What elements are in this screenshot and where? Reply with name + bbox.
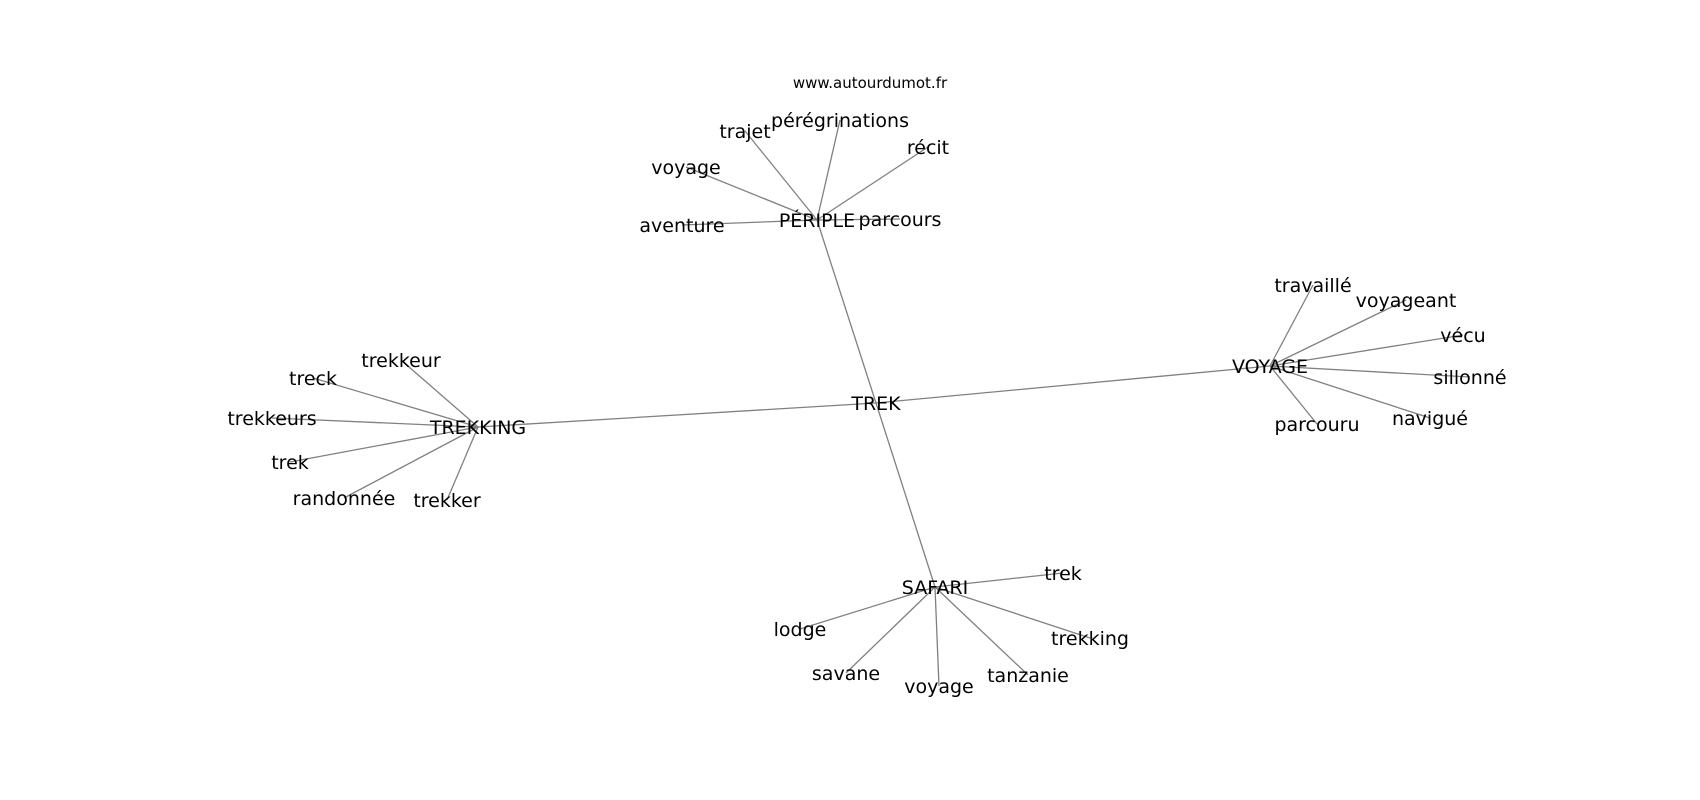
edge-hub-word bbox=[1269, 284, 1314, 367]
node-word: pérégrinations bbox=[771, 110, 909, 132]
node-center: TREK bbox=[850, 393, 901, 415]
edge-hub-word bbox=[934, 572, 1064, 588]
edge-hub-word bbox=[1269, 365, 1318, 425]
node-word: treck bbox=[289, 368, 337, 390]
node-hub-safari: SAFARI bbox=[902, 577, 968, 599]
edge-hub-word bbox=[681, 219, 818, 226]
edge-hub-word bbox=[1269, 365, 1471, 378]
edge-hub-word bbox=[934, 586, 940, 687]
node-word: travaillé bbox=[1274, 275, 1351, 297]
edge-hub-word bbox=[343, 426, 479, 499]
edge-hub-word bbox=[312, 377, 479, 428]
node-word: parcours bbox=[859, 209, 942, 231]
node-word: trekker bbox=[413, 490, 481, 512]
edge-hub-word bbox=[934, 586, 1091, 639]
node-word: trekkeurs bbox=[227, 408, 316, 430]
node-word: trekkeur bbox=[361, 350, 441, 372]
edge-hub-word bbox=[744, 130, 818, 221]
node-word: navigué bbox=[1392, 408, 1468, 430]
node-word: lodge bbox=[774, 619, 827, 641]
edge-center-hub bbox=[875, 402, 936, 588]
node-word: trajet bbox=[719, 121, 770, 143]
edge-hub-word bbox=[816, 146, 929, 221]
node-word: sillonné bbox=[1433, 367, 1506, 389]
node-hub-trekking: TREKKING bbox=[429, 417, 526, 439]
node-word: randonnée bbox=[293, 488, 396, 510]
node-word: trek bbox=[271, 452, 309, 474]
edge-hub-word bbox=[289, 426, 479, 463]
node-hub-voyage: VOYAGE bbox=[1232, 356, 1308, 378]
edge-hub-word bbox=[1269, 365, 1431, 419]
node-word: aventure bbox=[639, 215, 724, 237]
edge-hub-word bbox=[271, 417, 479, 428]
node-word: tanzanie bbox=[987, 665, 1069, 687]
edge-hub-word bbox=[400, 359, 479, 428]
node-word: voyage bbox=[904, 676, 974, 698]
edge-hub-word bbox=[934, 586, 1029, 676]
node-word: vécu bbox=[1440, 325, 1485, 347]
edge-hub-word bbox=[799, 586, 936, 630]
edge-hub-word bbox=[1269, 334, 1464, 367]
node-word: savane bbox=[812, 663, 880, 685]
source-label: www.autourdumot.fr bbox=[793, 74, 948, 92]
edge-hub-word bbox=[1269, 299, 1407, 367]
edge-hub-word bbox=[845, 586, 936, 674]
edge-hub-word bbox=[816, 119, 841, 221]
edge-hub-word bbox=[685, 166, 818, 221]
node-word: trek bbox=[1044, 563, 1082, 585]
node-word: récit bbox=[907, 137, 949, 159]
edge-hub-word bbox=[446, 426, 479, 501]
edge-center-hub bbox=[477, 402, 877, 428]
graph-edges bbox=[271, 119, 1471, 687]
node-word: voyage bbox=[651, 157, 721, 179]
edge-center-hub bbox=[875, 365, 1271, 404]
node-word: trekking bbox=[1051, 628, 1129, 650]
edge-hub-word bbox=[816, 218, 901, 221]
node-hub-periple: PÉRIPLE bbox=[779, 209, 855, 232]
node-word: parcouru bbox=[1274, 414, 1359, 436]
edge-center-hub bbox=[816, 219, 877, 404]
node-word: voyageant bbox=[1356, 290, 1457, 312]
